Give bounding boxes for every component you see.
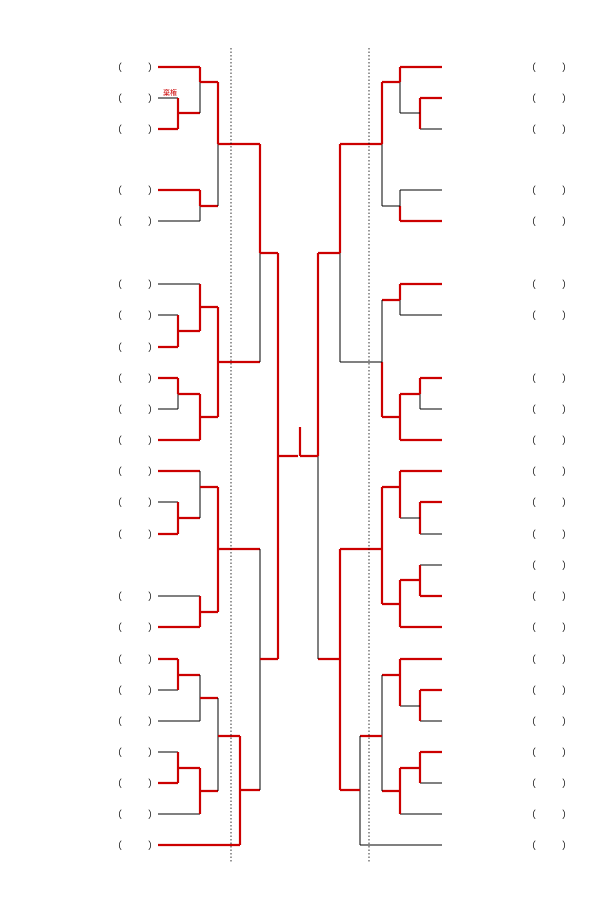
paren-open: （: [526, 747, 537, 759]
paren-close: ）: [562, 685, 573, 697]
paren-close: ）: [148, 185, 159, 197]
paren-close: ）: [562, 560, 573, 572]
paren-open: （: [526, 497, 537, 509]
paren-open: （: [526, 560, 537, 572]
paren-close: ）: [562, 747, 573, 759]
paren-open: （: [526, 466, 537, 478]
paren-open: （: [112, 466, 123, 478]
paren-open: （: [526, 185, 537, 197]
paren-open: （: [526, 529, 537, 541]
paren-open: （: [112, 809, 123, 821]
paren-close: ）: [148, 216, 159, 228]
paren-close: ）: [562, 591, 573, 603]
paren-open: （: [112, 622, 123, 634]
paren-close: ）: [148, 62, 159, 74]
paren-close: ）: [148, 466, 159, 478]
paren-close: ）: [148, 716, 159, 728]
paren-close: ）: [148, 279, 159, 291]
paren-open: （: [112, 342, 123, 354]
paren-close: ）: [562, 373, 573, 385]
paren-close: ）: [562, 716, 573, 728]
paren-close: ）: [562, 529, 573, 541]
paren-open: （: [526, 685, 537, 697]
paren-close: ）: [148, 497, 159, 509]
paren-close: ）: [148, 124, 159, 136]
paren-close: ）: [148, 342, 159, 354]
paren-open: （: [526, 591, 537, 603]
paren-open: （: [526, 404, 537, 416]
paren-close: ）: [148, 310, 159, 322]
paren-close: ）: [562, 124, 573, 136]
paren-open: （: [526, 310, 537, 322]
paren-open: （: [526, 124, 537, 136]
paren-open: （: [526, 622, 537, 634]
paren-close: ）: [148, 529, 159, 541]
paren-open: （: [112, 93, 123, 105]
paren-open: （: [112, 279, 123, 291]
paren-close: ）: [148, 685, 159, 697]
forfeit-note: 棄権: [163, 88, 177, 97]
paren-open: （: [526, 62, 537, 74]
paren-open: （: [112, 654, 123, 666]
paren-close: ）: [562, 216, 573, 228]
paren-close: ）: [562, 622, 573, 634]
paren-close: ）: [562, 840, 573, 852]
paren-close: ）: [148, 654, 159, 666]
paren-close: ）: [148, 404, 159, 416]
paren-open: （: [112, 529, 123, 541]
paren-close: ）: [562, 497, 573, 509]
paren-open: （: [526, 654, 537, 666]
paren-close: ）: [562, 93, 573, 105]
paren-close: ）: [562, 279, 573, 291]
paren-close: ）: [562, 809, 573, 821]
paren-open: （: [526, 279, 537, 291]
paren-close: ）: [148, 747, 159, 759]
paren-close: ）: [148, 809, 159, 821]
paren-open: （: [112, 497, 123, 509]
paren-close: ）: [562, 404, 573, 416]
paren-open: （: [112, 685, 123, 697]
paren-open: （: [112, 840, 123, 852]
paren-open: （: [526, 216, 537, 228]
paren-open: （: [526, 778, 537, 790]
paren-open: （: [526, 809, 537, 821]
paren-open: （: [526, 716, 537, 728]
paren-open: （: [112, 591, 123, 603]
paren-open: （: [526, 373, 537, 385]
paren-close: ）: [148, 373, 159, 385]
paren-close: ）: [562, 310, 573, 322]
paren-open: （: [112, 716, 123, 728]
paren-close: ）: [148, 840, 159, 852]
paren-close: ）: [148, 622, 159, 634]
paren-close: ）: [562, 778, 573, 790]
paren-open: （: [112, 435, 123, 447]
paren-close: ）: [562, 466, 573, 478]
paren-open: （: [112, 373, 123, 385]
paren-open: （: [526, 435, 537, 447]
paren-open: （: [112, 778, 123, 790]
paren-open: （: [112, 404, 123, 416]
paren-close: ）: [562, 62, 573, 74]
paren-open: （: [526, 93, 537, 105]
paren-open: （: [112, 747, 123, 759]
paren-close: ）: [148, 591, 159, 603]
paren-open: （: [112, 185, 123, 197]
paren-open: （: [112, 216, 123, 228]
paren-close: ）: [562, 654, 573, 666]
paren-open: （: [112, 310, 123, 322]
paren-close: ）: [148, 93, 159, 105]
paren-close: ）: [562, 185, 573, 197]
paren-close: ）: [148, 778, 159, 790]
paren-open: （: [526, 840, 537, 852]
paren-open: （: [112, 62, 123, 74]
paren-close: ）: [148, 435, 159, 447]
paren-open: （: [112, 124, 123, 136]
paren-close: ）: [562, 435, 573, 447]
